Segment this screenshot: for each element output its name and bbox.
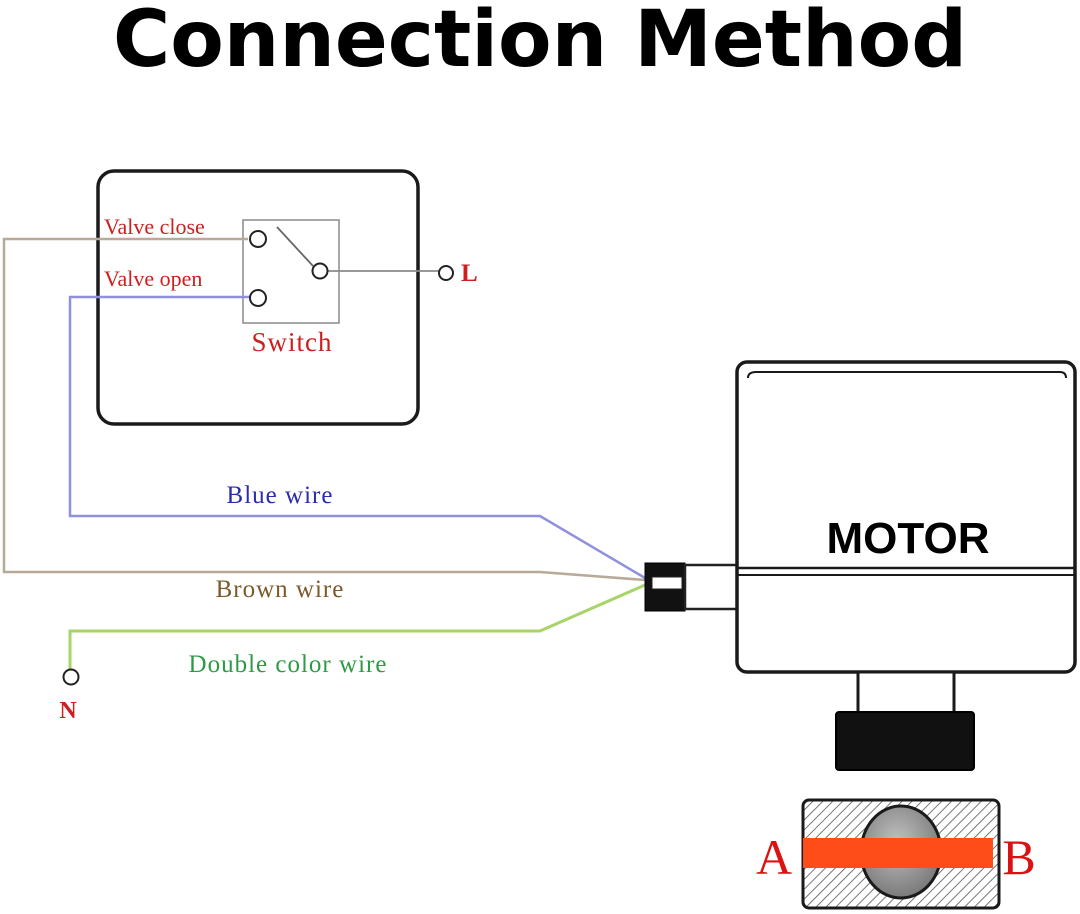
- blue-wire-label: Blue wire: [227, 482, 334, 509]
- double-color-wire-label: Double color wire: [189, 651, 388, 678]
- valve-open-terminal: [249, 289, 267, 307]
- live-terminal: [438, 265, 454, 281]
- switch-common-terminal: [311, 262, 329, 280]
- motor-label: MOTOR: [827, 514, 990, 563]
- valve-open-label: Valve open: [104, 266, 202, 291]
- valve-close-label: Valve close: [104, 214, 205, 239]
- brown-wire-label: Brown wire: [216, 576, 345, 603]
- switch-lever: [276, 226, 314, 267]
- motor-connector-slot: [651, 576, 683, 590]
- motor-coupling: [835, 711, 975, 771]
- neutral-terminal: [62, 668, 80, 686]
- page-title: Connection Method: [113, 0, 967, 85]
- port-b-label: B: [1002, 829, 1035, 885]
- valve-flow-channel: [803, 838, 993, 868]
- switch-label: Switch: [251, 327, 332, 357]
- live-label: L: [461, 260, 478, 287]
- motor-stem: [856, 670, 956, 716]
- motor-top-edge: [747, 371, 1067, 379]
- neutral-label: N: [59, 698, 77, 724]
- port-a-label: A: [756, 829, 792, 885]
- motor-connector-neck: [683, 563, 739, 611]
- brown-wire: [2, 237, 646, 582]
- double-color-wire: [68, 583, 646, 670]
- valve-close-terminal: [249, 230, 267, 248]
- blue-wire: [68, 295, 646, 580]
